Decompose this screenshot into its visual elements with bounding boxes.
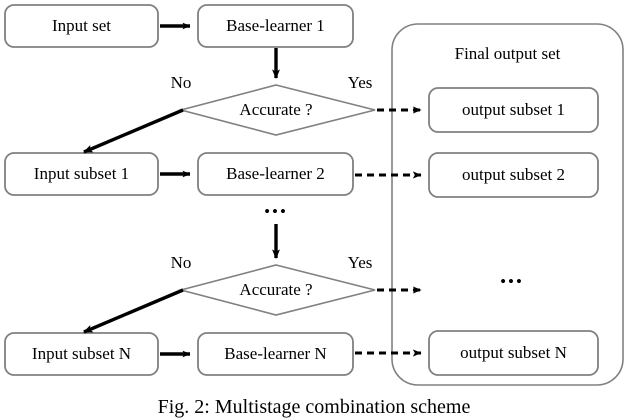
box-input-subset-1[interactable] bbox=[4, 152, 159, 196]
box-input-set[interactable] bbox=[4, 4, 159, 48]
figure-caption: Fig. 2: Multistage combination scheme bbox=[157, 396, 471, 418]
arrow-accurate-1-no-to-input-subset-1 bbox=[83, 108, 184, 154]
diamond-accurate-1[interactable] bbox=[177, 84, 376, 136]
box-base-learner-2[interactable] bbox=[197, 152, 354, 196]
box-output-subset-2[interactable] bbox=[428, 152, 599, 198]
box-output-subset-n[interactable] bbox=[428, 330, 599, 376]
box-base-learner-n[interactable] bbox=[197, 332, 354, 376]
diamond-accurate-2[interactable] bbox=[177, 264, 376, 316]
final-output-panel bbox=[391, 23, 624, 386]
box-output-subset-1[interactable] bbox=[428, 87, 599, 133]
box-base-learner-1[interactable] bbox=[197, 4, 354, 48]
box-input-subset-n[interactable] bbox=[4, 332, 159, 376]
arrow-accurate-2-no-to-input-subset-n bbox=[83, 288, 184, 334]
